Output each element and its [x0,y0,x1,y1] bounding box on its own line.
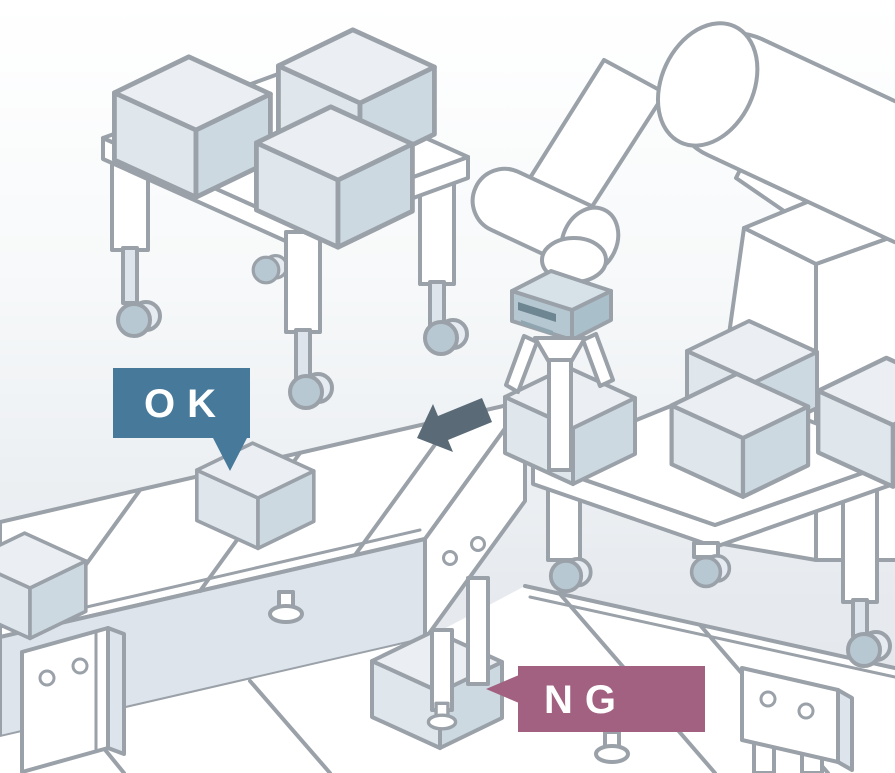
parts-cart [101,30,470,410]
camera-top-face [510,269,613,312]
bolt-hole [797,702,815,720]
camera-gripper-assembly [503,269,637,486]
conveyor-leg [466,576,490,686]
bolt-hole [38,669,56,687]
ng-label-tail [486,675,519,703]
cart-leg-post [294,328,312,382]
cart-leg [284,230,322,334]
robot-shoulder [655,21,895,249]
ok-label-tail [212,436,248,471]
robot-elbow-joint [655,21,760,148]
camera-vent-slot [521,320,553,335]
ng-label: NG [486,666,705,732]
ok-label-text: OK [144,382,228,426]
camera-head [510,269,613,342]
plate-side [106,626,126,756]
parts-table [531,319,895,668]
ng-label-text: NG [544,678,628,722]
bolt-hole [442,550,458,566]
bolt-hole [71,657,89,675]
ok-label: OK [113,368,250,471]
plate-side [836,688,854,772]
bolt-hole [759,690,777,708]
ok-label-bubble [113,368,250,438]
gripper-rod [547,358,573,472]
gripper-finger-right [581,332,615,388]
camera-lens-slot [518,302,556,322]
table-leg-post [851,598,869,638]
gripper-finger-left [504,334,539,394]
cart-leg-post [121,246,139,305]
conveyor-ok-end-plate [423,399,527,641]
bolt-hole [470,536,486,552]
table-leg [841,476,879,604]
conveyor-ng-back-edge [523,584,895,670]
conveyor-ng-left-end-plate [20,626,126,773]
pedestal-top-face [742,198,895,266]
gripper [504,332,615,472]
belt-seam [248,679,332,773]
ng-label-bubble [518,666,705,732]
direction-arrow [417,398,492,452]
conveyor-leg [430,628,454,712]
conveyor-ng-right-end-plate [740,666,854,773]
